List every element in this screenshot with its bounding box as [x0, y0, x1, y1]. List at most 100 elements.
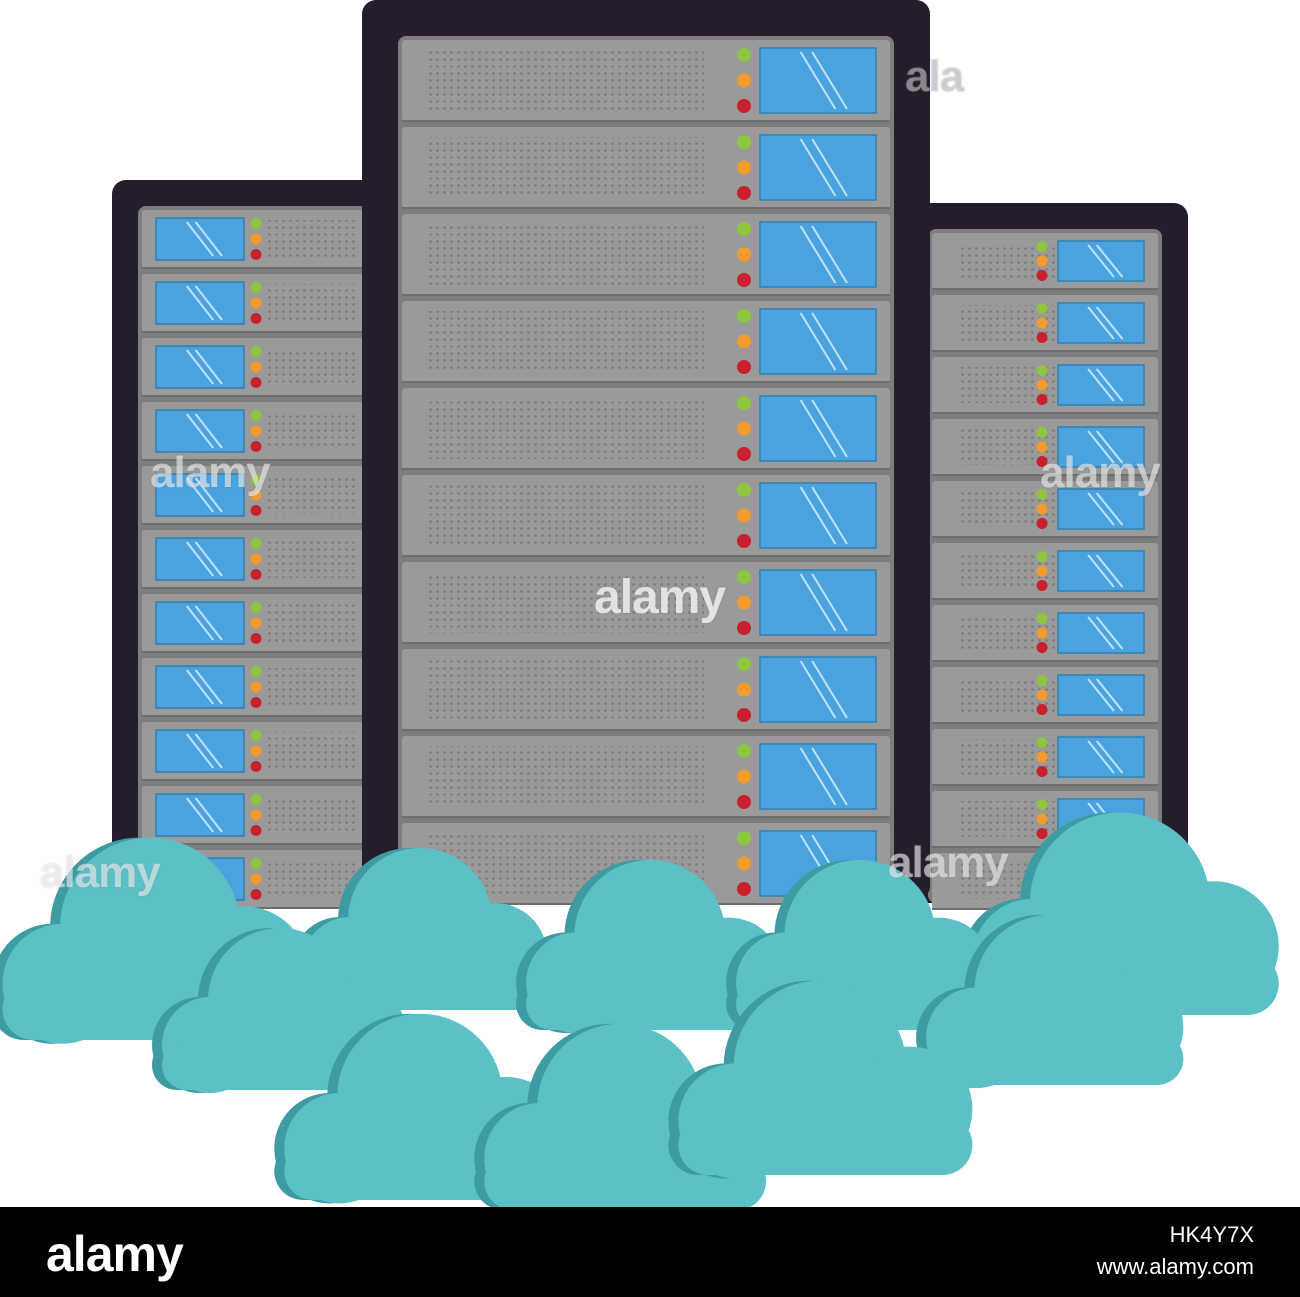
led-orange	[250, 873, 262, 885]
unit-vent	[268, 796, 359, 834]
led-green	[1036, 241, 1048, 252]
led-orange	[1036, 627, 1048, 639]
unit-screen	[759, 134, 877, 201]
screen-glare	[1087, 678, 1115, 712]
screen-glare	[1087, 306, 1115, 340]
led-green	[737, 135, 751, 149]
led-red	[250, 761, 262, 772]
unit-vent	[958, 739, 1067, 775]
screen-glare	[1087, 430, 1115, 464]
led-red	[250, 825, 262, 836]
led-orange	[737, 595, 751, 610]
server-unit	[142, 530, 367, 589]
led-green	[737, 48, 751, 62]
screen-glare	[1087, 368, 1115, 402]
footer-bar: alamy HK4Y7X www.alamy.com	[0, 1207, 1300, 1297]
screen-glare	[186, 733, 214, 769]
server-unit	[932, 605, 1158, 662]
led-orange	[1036, 317, 1048, 329]
led-orange	[737, 334, 751, 349]
server-unit	[932, 233, 1158, 290]
led-green	[250, 730, 262, 741]
screen-glare	[811, 747, 848, 806]
led-green	[1036, 365, 1048, 376]
led-red	[250, 633, 262, 644]
led-green	[1036, 737, 1048, 748]
screen-glare	[194, 733, 223, 769]
unit-vent	[268, 668, 359, 706]
unit-vent	[428, 746, 704, 807]
server-rack-left	[112, 180, 397, 909]
screen-glare	[194, 797, 223, 833]
server-unit	[142, 402, 367, 461]
led-green	[1036, 489, 1048, 500]
unit-vent	[268, 348, 359, 386]
led-green	[250, 538, 262, 549]
footer-meta: HK4Y7X www.alamy.com	[1097, 1219, 1254, 1283]
led-red	[1036, 766, 1048, 777]
unit-vent	[428, 659, 704, 720]
unit-vent	[958, 491, 1067, 527]
led-green	[737, 222, 751, 236]
led-green	[737, 396, 751, 410]
unit-vent	[428, 50, 704, 111]
led-green	[250, 474, 262, 485]
server-rack-right	[902, 203, 1188, 910]
led-orange	[1036, 689, 1048, 701]
screen-glare	[194, 413, 223, 449]
screen-glare	[1095, 740, 1124, 774]
led-orange	[737, 682, 751, 697]
led-red	[737, 708, 751, 722]
screen-glare	[194, 605, 223, 641]
screen-glare	[1095, 306, 1124, 340]
led-orange	[250, 617, 262, 629]
screen-glare	[799, 573, 837, 632]
screen-glare	[194, 349, 223, 385]
screen-glare	[799, 51, 837, 110]
led-red	[737, 99, 751, 113]
led-orange	[1036, 255, 1048, 267]
screen-glare	[799, 486, 837, 545]
led-red	[250, 377, 262, 388]
led-red	[250, 249, 262, 260]
server-unit	[932, 357, 1158, 414]
led-red	[737, 795, 751, 809]
led-red	[1036, 704, 1048, 715]
unit-vent	[268, 476, 359, 514]
screen-glare	[186, 605, 214, 641]
server-unit	[932, 729, 1158, 786]
led-red	[1036, 332, 1048, 343]
unit-vent	[428, 311, 704, 372]
led-green	[250, 602, 262, 613]
screen-glare	[1087, 554, 1115, 588]
unit-screen	[1057, 240, 1145, 282]
unit-vent	[958, 429, 1067, 465]
led-red	[1036, 828, 1048, 839]
led-red	[250, 569, 262, 580]
led-red	[737, 882, 751, 896]
screen-glare	[194, 477, 223, 513]
led-green	[250, 858, 262, 869]
screen-glare	[1087, 740, 1115, 774]
screen-glare	[811, 225, 848, 284]
unit-vent	[958, 553, 1067, 589]
cloud-icon	[474, 1023, 767, 1207]
led-orange	[737, 769, 751, 784]
led-orange	[250, 489, 262, 501]
led-orange	[737, 247, 751, 262]
unit-vent	[958, 615, 1067, 651]
screen-glare	[186, 349, 214, 385]
screen-glare	[799, 312, 837, 371]
unit-vent	[428, 398, 704, 459]
screen-glare	[811, 312, 848, 371]
led-green	[737, 744, 751, 758]
led-orange	[1036, 441, 1048, 453]
led-red	[737, 534, 751, 548]
led-green	[250, 218, 262, 229]
led-orange	[250, 233, 262, 245]
led-orange	[250, 809, 262, 821]
unit-vent	[958, 367, 1067, 403]
led-red	[1036, 518, 1048, 529]
server-unit	[402, 736, 890, 818]
screen-glare	[186, 797, 214, 833]
